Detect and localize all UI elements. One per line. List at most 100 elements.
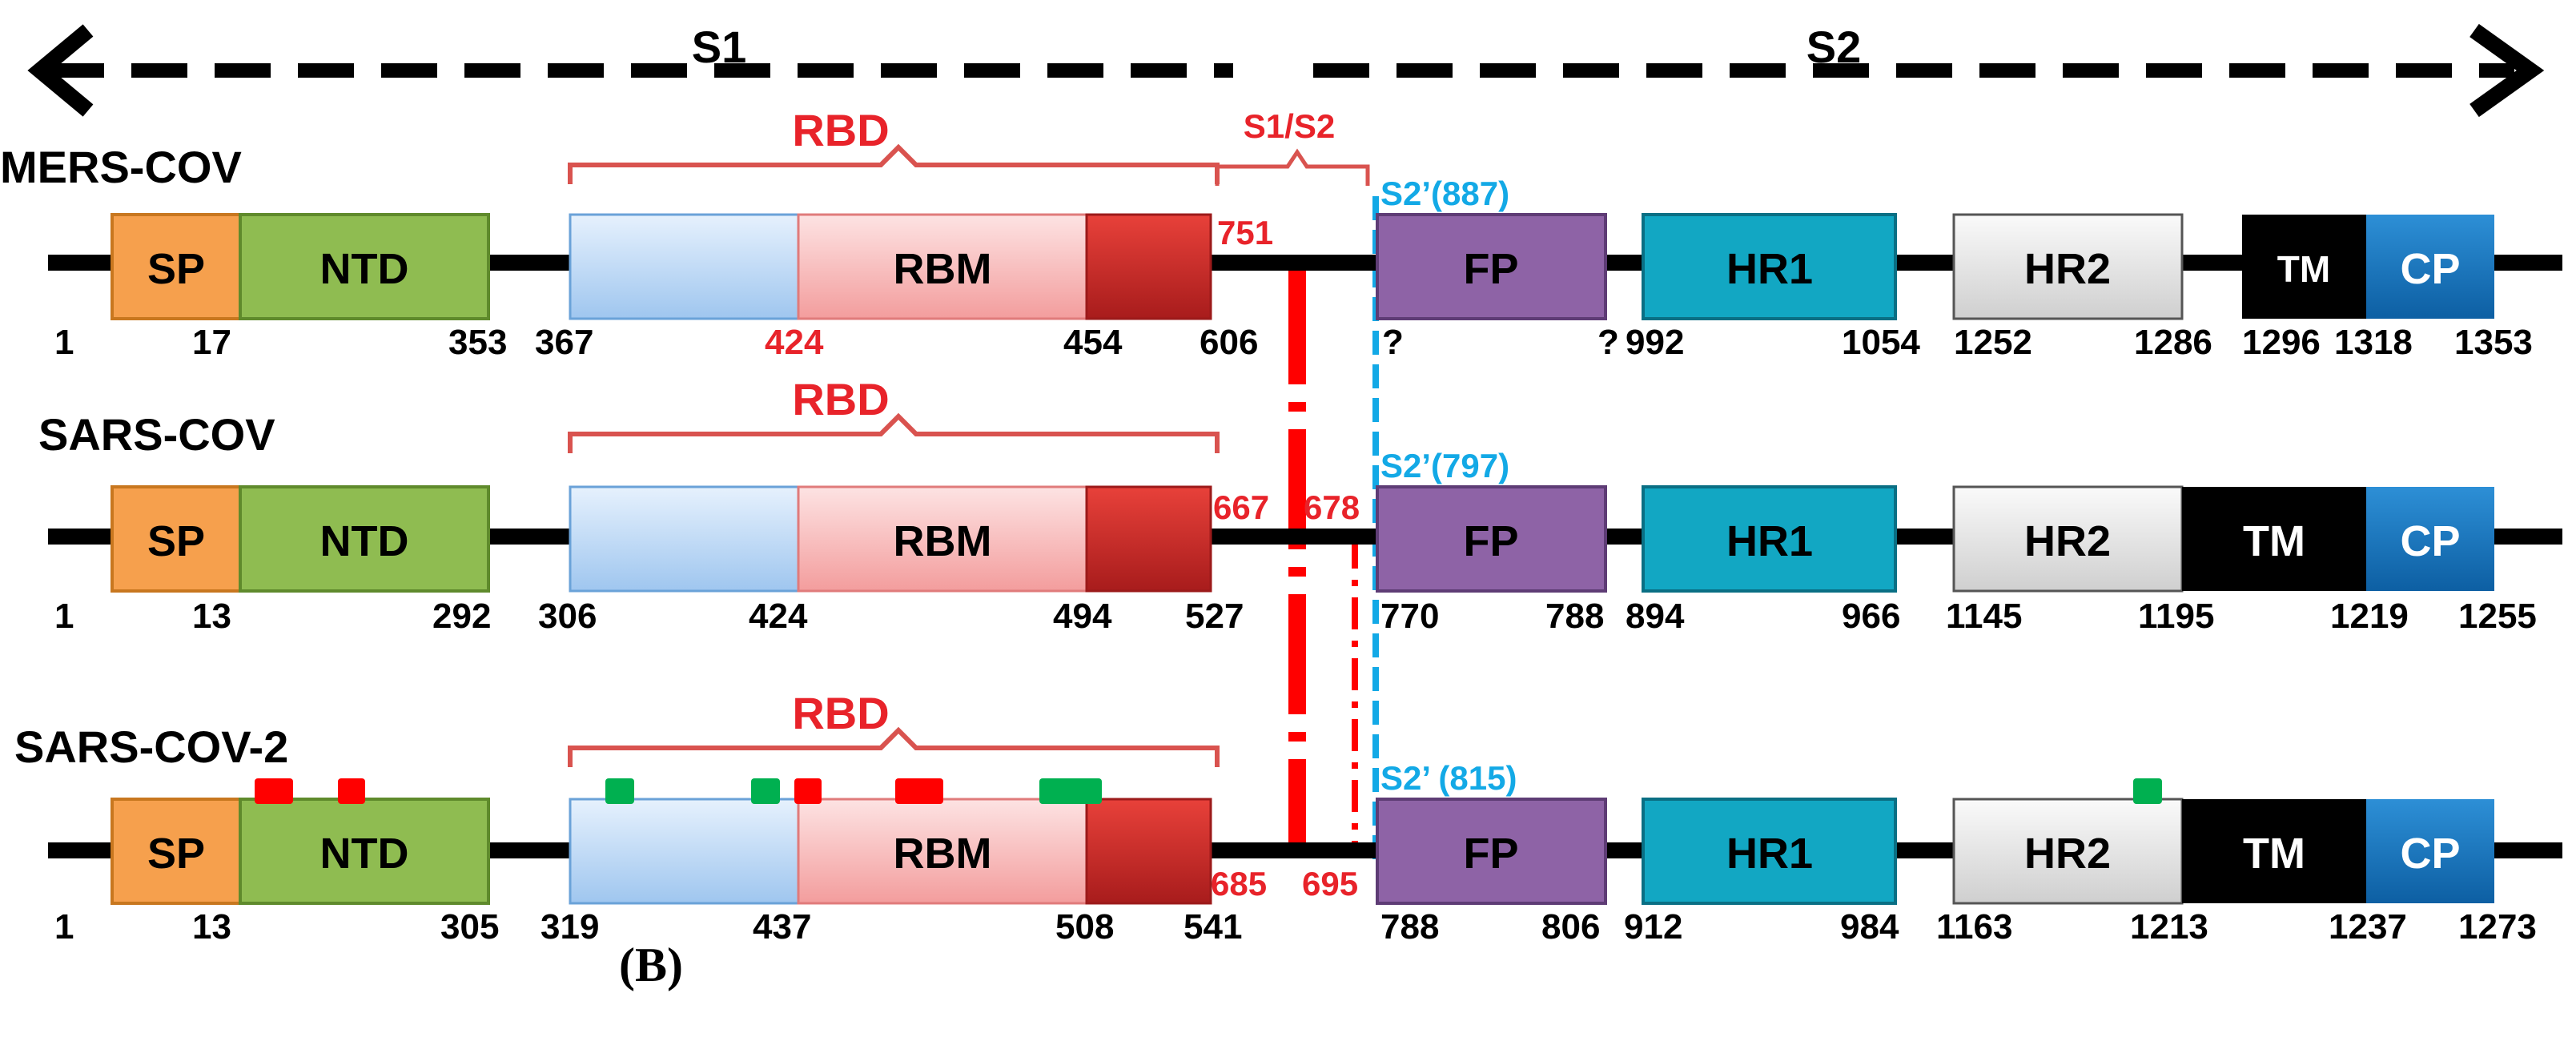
- sp-domain: [111, 798, 242, 905]
- position-label: 1318: [2334, 323, 2413, 362]
- position-label: 494: [1053, 597, 1112, 636]
- ntd-domain: [239, 798, 490, 905]
- position-label: 1: [54, 323, 74, 362]
- cp-domain: [2366, 215, 2494, 319]
- tm-domain: [2182, 487, 2366, 591]
- green-site-marker: [1039, 778, 1102, 804]
- position-label: 912: [1624, 907, 1682, 947]
- tm-domain: [2242, 215, 2366, 319]
- position-label: 454: [1063, 323, 1123, 362]
- s2prime-label: S2’(797): [1380, 447, 1509, 484]
- cp-label: CP: [2400, 830, 2460, 878]
- hr2-domain: [1952, 213, 2184, 320]
- row-name: SARS-COV-2: [14, 721, 288, 772]
- green-site-marker: [605, 778, 634, 804]
- position-label: 1: [54, 907, 74, 947]
- sp-label: SP: [147, 830, 205, 878]
- position-label: 966: [1842, 597, 1900, 636]
- rbd-core-domain: [569, 213, 800, 320]
- position-label: 1273: [2458, 907, 2537, 947]
- position-label: 13: [192, 597, 231, 636]
- left-arrowhead-icon: [27, 24, 94, 117]
- s1s2-label: S1/S2: [1244, 107, 1335, 145]
- row-mers-cov: MERS-COV RBD S1/S2 SP NTD RBM FP HR1 HR2…: [0, 105, 2562, 362]
- position-label: 1353: [2454, 323, 2533, 362]
- rbd-core-domain: [569, 798, 800, 905]
- hr2-label: HR2: [2024, 245, 2111, 293]
- rbd-core-domain: [569, 485, 800, 593]
- cleavage-label-right: 695: [1302, 865, 1358, 902]
- row-sars-cov: SARS-COV RBD SP NTD RBM FP HR1 HR2 TM CP…: [38, 374, 2562, 636]
- position-label: ?: [1597, 323, 1619, 362]
- position-label: 992: [1626, 323, 1684, 362]
- fp-domain: [1376, 798, 1607, 905]
- sp-domain: [111, 213, 242, 320]
- s1s2-brace: [1215, 148, 1370, 186]
- ntd-domain: [239, 485, 490, 593]
- tm-domain: [2182, 799, 2366, 903]
- hr1-label: HR1: [1726, 245, 1813, 293]
- position-labels: 1 17 353 367 424 454 606 ? ? 992 1054 12…: [54, 323, 2533, 362]
- position-label: 1054: [1842, 323, 1920, 362]
- row-sars-cov-2: SARS-COV-2 RBD SP NTD RBM FP HR1 HR2 TM …: [14, 688, 2562, 947]
- figure-caption: (B): [619, 939, 683, 991]
- rbm-domain: [797, 798, 1088, 905]
- hr2-label: HR2: [2024, 517, 2111, 565]
- hr1-domain: [1642, 798, 1897, 905]
- rbd-c-terminal-domain: [1085, 485, 1212, 593]
- tm-label: TM: [2277, 248, 2330, 290]
- position-label: 13: [192, 907, 231, 947]
- position-label: 508: [1055, 907, 1114, 947]
- rbd-brace: [568, 726, 1220, 767]
- hr1-domain: [1642, 485, 1897, 593]
- sp-domain: [111, 485, 242, 593]
- position-label: 424: [749, 597, 808, 636]
- cleavage-label-left: 667: [1213, 488, 1269, 526]
- rbd-brace: [568, 143, 1220, 184]
- rbm-label: RBM: [894, 517, 992, 565]
- position-label: 1: [54, 597, 74, 636]
- cp-domain: [2366, 487, 2494, 591]
- red-site-marker: [255, 778, 293, 804]
- fp-label: FP: [1463, 517, 1518, 565]
- red-site-marker: [895, 778, 943, 804]
- position-label: 1252: [1954, 323, 2032, 362]
- position-label: 1296: [2242, 323, 2321, 362]
- s2-label: S2: [1806, 22, 1862, 72]
- position-label: 1237: [2329, 907, 2407, 947]
- position-label: 788: [1545, 597, 1604, 636]
- rbd-c-terminal-domain: [1085, 213, 1212, 320]
- position-label: 353: [448, 323, 507, 362]
- right-arrowhead-icon: [2470, 23, 2545, 118]
- position-label: 17: [192, 323, 231, 362]
- s2prime-label: S2’ (815): [1380, 759, 1517, 797]
- hr1-domain: [1642, 213, 1897, 320]
- rbd-label: RBD: [792, 105, 889, 155]
- rbd-label: RBD: [792, 688, 889, 738]
- position-label: 806: [1541, 907, 1600, 947]
- cp-label: CP: [2400, 245, 2460, 293]
- cp-domain: [2366, 799, 2494, 903]
- tm-label: TM: [2243, 830, 2305, 878]
- position-labels: 1 13 305 319 437 508 541 788 806 912 984…: [54, 907, 2537, 947]
- cleavage-label-left: 685: [1211, 865, 1267, 902]
- site-markers: [255, 778, 2162, 804]
- green-site-marker: [2133, 778, 2162, 804]
- position-label: 1255: [2458, 597, 2537, 636]
- position-label: 319: [541, 907, 599, 947]
- position-label: 770: [1380, 597, 1439, 636]
- rbm-label: RBM: [894, 245, 992, 293]
- sp-label: SP: [147, 517, 205, 565]
- rbm-label: RBM: [894, 830, 992, 878]
- fp-domain: [1376, 485, 1607, 593]
- rbd-label: RBD: [792, 374, 889, 424]
- position-label: 606: [1200, 323, 1258, 362]
- tm-label: TM: [2243, 517, 2305, 565]
- s1-s2-arrow: S1 S2: [27, 22, 2545, 118]
- hr2-domain: [1952, 485, 2184, 593]
- s2prime-label: S2’(887): [1380, 175, 1509, 212]
- ntd-domain: [239, 213, 490, 320]
- position-label: 1145: [1946, 597, 2022, 636]
- position-label: 541: [1184, 907, 1242, 947]
